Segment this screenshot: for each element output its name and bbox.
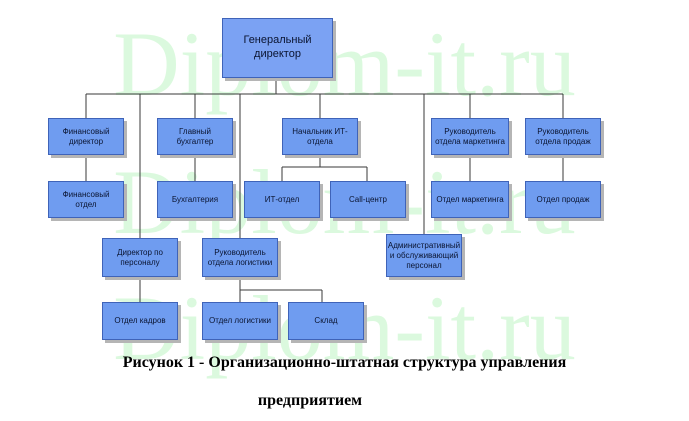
sales-dept-box: Отдел продаж: [525, 181, 601, 218]
it-head-box: Начальник ИТ-отдела: [282, 118, 358, 155]
hr-dept-box: Отдел кадров: [102, 302, 178, 340]
marketing-dept-box: Отдел маркетинга: [431, 181, 509, 218]
logistics-head-box: Руководитель отдела логистики: [202, 238, 278, 277]
figure-caption: Рисунок 1 - Организационно-штатная струк…: [122, 354, 567, 371]
it-dept-box: ИТ-отдел: [244, 181, 320, 218]
figure-caption-continued: предприятием: [257, 392, 363, 409]
sales-head-box: Руководитель отдела продаж: [525, 118, 601, 155]
warehouse-box: Склад: [288, 302, 364, 340]
hr-director-box: Директор по персоналу: [102, 238, 178, 277]
call-center-box: Call-центр: [330, 181, 406, 218]
financial-dept-box: Финансовый отдел: [48, 181, 124, 218]
financial-director-box: Финансовый директор: [48, 118, 124, 155]
logistics-dept-box: Отдел логистики: [202, 302, 278, 340]
marketing-head-box: Руководитель отдела маркетинга: [431, 118, 509, 155]
admin-staff-box: Административный и обслуживающий персона…: [386, 234, 462, 277]
general-director-box: Генеральный директор: [222, 18, 333, 78]
accounting-box: Бухгалтерия: [157, 181, 233, 218]
chief-accountant-box: Главный бухгалтер: [157, 118, 233, 155]
